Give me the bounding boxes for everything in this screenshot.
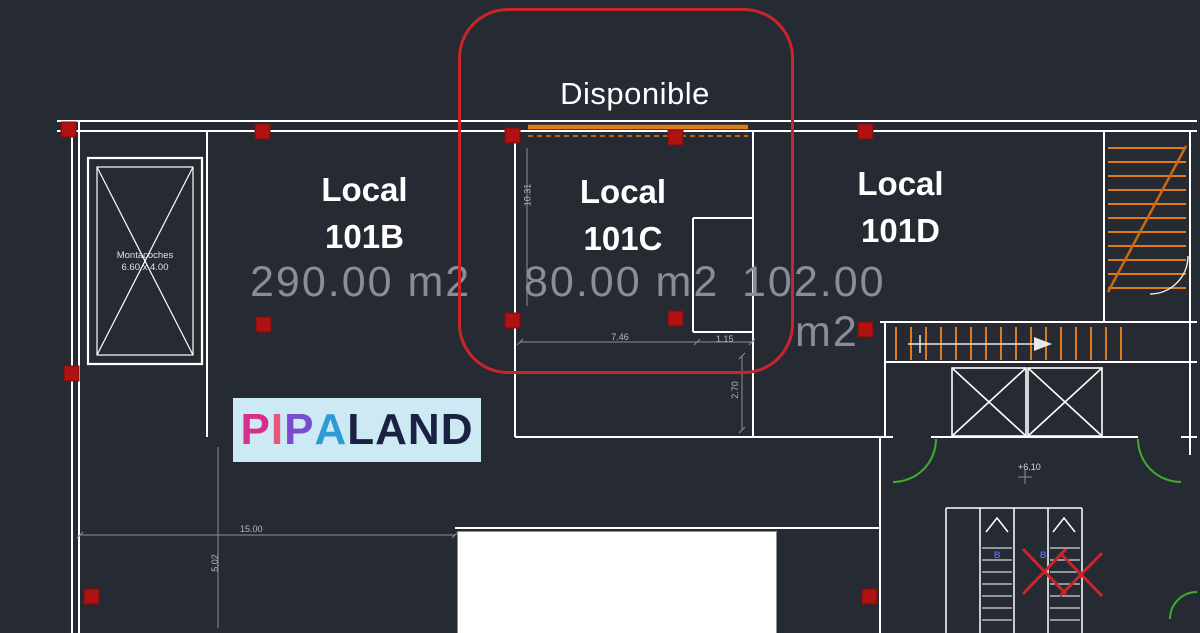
dim-left-height: 5.02 [209, 554, 220, 572]
unit-label-101b: Local 101B [262, 166, 467, 260]
area-101d: 102.00 [742, 258, 886, 306]
storefront-line [528, 124, 748, 137]
grip-marker[interactable] [504, 312, 521, 329]
door-swings [892, 438, 1198, 620]
dimension-lines [76, 148, 1032, 628]
grip-marker[interactable] [667, 310, 684, 327]
grip-marker[interactable] [255, 316, 272, 333]
grip-marker[interactable] [857, 123, 874, 140]
available-label[interactable]: Disponible [560, 76, 710, 111]
stair-direction-arrow [908, 335, 1052, 353]
unit-101d-line1: Local [857, 165, 944, 202]
montacoches-shaft [86, 156, 204, 366]
stair-label-b2: B [1040, 550, 1047, 560]
area-101d-unit: m2 [795, 308, 859, 356]
logo-letter-p2: P [284, 405, 315, 454]
grip-marker[interactable] [83, 588, 100, 605]
escalators [945, 507, 1083, 633]
unit-101c-line2: 101C [583, 220, 663, 257]
dim-closet-width: 1.15 [716, 334, 734, 344]
dim-local-c-width: 7.46 [611, 332, 629, 342]
grip-markers [60, 121, 878, 605]
grip-marker[interactable] [60, 121, 77, 138]
dim-plan-width: 15.00 [240, 524, 263, 534]
grip-marker[interactable] [254, 123, 271, 140]
montacoches-line2: 6.60 x 4.00 [121, 262, 169, 273]
stair-label-b1: B [994, 550, 1001, 560]
grip-marker[interactable] [504, 127, 521, 144]
logo-letter-a: A [314, 405, 348, 454]
red-cross-marks [1021, 547, 1104, 598]
area-101b: 290.00 m2 [250, 258, 472, 306]
level-mark: +6.10 [1018, 462, 1041, 472]
grip-marker[interactable] [857, 321, 874, 338]
blank-white-panel [457, 531, 777, 633]
unit-101b-line2: 101B [325, 218, 404, 255]
logo-text-land: LAND [347, 405, 474, 454]
stair-diagonal [1106, 145, 1188, 293]
montacoches-line1: Montacoches [116, 250, 174, 261]
grip-marker[interactable] [861, 588, 878, 605]
walls [57, 120, 1197, 633]
dim-closet-height: 2.70 [729, 381, 740, 399]
dim-local-c-height: 10.31 [522, 183, 533, 207]
montacoches-label: Montacoches 6.60 x 4.00 [96, 250, 194, 274]
unit-label-101d: Local 101D [798, 160, 1003, 254]
unit-101d-line2: 101D [861, 212, 940, 249]
elevator-shafts [951, 367, 1103, 437]
unit-101c-line1: Local [579, 173, 667, 210]
logo-letter-p1: P [240, 405, 271, 454]
door-swing-top-right [1149, 255, 1189, 295]
logo-letter-i: I [270, 405, 285, 454]
unit-101b-line1: Local [321, 171, 408, 208]
area-101c: 80.00 m2 [524, 258, 720, 306]
grip-marker[interactable] [667, 129, 684, 146]
grip-marker[interactable] [63, 365, 80, 382]
unit-label-101c: Local 101C [528, 168, 718, 262]
